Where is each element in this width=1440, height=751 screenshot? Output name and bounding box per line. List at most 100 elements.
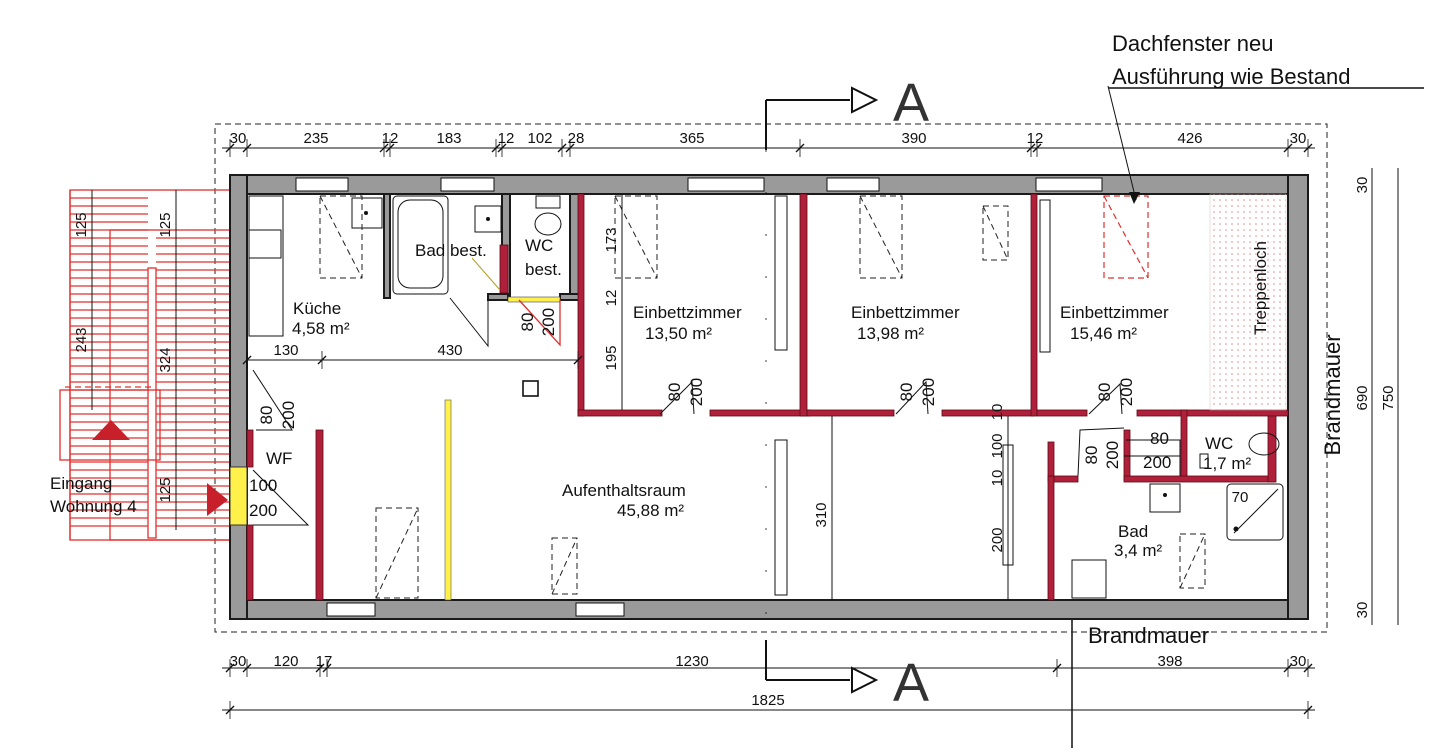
pointer-arrow-icon [1129, 192, 1140, 204]
stair-dimensions: 125 125 243 324 125 [73, 212, 174, 502]
dim-right-2: 750 [1380, 385, 1397, 410]
section-arrow-icon [851, 666, 879, 694]
door-wc-w: 80 [1150, 429, 1169, 448]
dim-310: 310 [813, 502, 830, 527]
stair-opening-label: Treppenloch [1251, 241, 1270, 335]
annotations: Dachfenster neu Ausführung wie Bestand A… [50, 31, 1351, 713]
entrance-label-1: Eingang [50, 474, 112, 493]
room-bath-existing: Bad best. [415, 241, 487, 260]
dim-12: 12 [603, 290, 620, 307]
washer-icon [1071, 559, 1107, 599]
window [687, 177, 765, 192]
window [295, 177, 349, 192]
door-bed2-w: 80 [897, 383, 916, 402]
sink-icon [474, 205, 502, 233]
section-line-a [765, 86, 879, 694]
entrance-door [229, 466, 248, 526]
stairs-arrow-icon [92, 420, 130, 440]
dim-stair-125a: 125 [73, 212, 90, 237]
door-kitchen-w: 80 [518, 313, 537, 332]
door-bath-w: 80 [1082, 446, 1101, 465]
dim-130: 130 [273, 342, 298, 359]
dim-430: 430 [437, 342, 462, 359]
dim-200: 200 [989, 527, 1006, 552]
door-bed1-w: 80 [665, 383, 684, 402]
dim-bottom-1: 120 [273, 653, 298, 670]
dim-top-8: 390 [901, 130, 926, 147]
bathtub-icon [392, 195, 449, 295]
toilet-icon [1248, 432, 1280, 456]
sink-icon [248, 229, 282, 259]
right-dimensions: 30 690 750 30 [1354, 177, 1397, 619]
door-bed2-h: 200 [919, 378, 938, 406]
dim-10a: 10 [989, 404, 1006, 421]
door-bed1-h: 200 [687, 378, 706, 406]
room-living-area: 45,88 m² [617, 501, 684, 520]
skylight-note-2: Ausführung wie Bestand [1112, 64, 1351, 89]
shower-icon [1226, 483, 1284, 541]
room-bed3-area: 15,46 m² [1070, 324, 1137, 343]
sink-icon [351, 197, 383, 229]
interior-dimensions: 130 430 173 12 195 310 10 100 10 200 70 [273, 227, 1248, 552]
dim-173: 173 [603, 227, 620, 252]
room-kitchen-name: Küche [293, 299, 341, 318]
wall-left [229, 174, 248, 620]
room-bed1-name: Einbettzimmer [633, 303, 742, 322]
door-entry-w: 100 [249, 476, 277, 495]
skylight-note-1: Dachfenster neu [1112, 31, 1273, 56]
landing [59, 389, 161, 461]
yellow-partition [444, 399, 452, 601]
window [440, 177, 495, 192]
entrance-arrow-icon [207, 483, 228, 516]
door-kitchen-h: 200 [539, 308, 558, 336]
new-interior-walls [246, 193, 1289, 601]
dim-bottom-3: 1230 [675, 653, 708, 670]
toilet-icon [534, 212, 562, 236]
section-label-top: A [893, 73, 929, 133]
dim-top-11: 30 [1290, 130, 1307, 147]
room-wc-area: 1,7 m² [1203, 454, 1252, 473]
external-stairs [59, 189, 231, 541]
dim-total: 1825 [751, 692, 784, 709]
dim-top-9: 12 [1027, 130, 1044, 147]
dim-stair-125c: 125 [157, 477, 174, 502]
room-bed2-name: Einbettzimmer [851, 303, 960, 322]
room-bath-area: 3,4 m² [1114, 541, 1163, 560]
dim-right-1: 690 [1354, 385, 1371, 410]
kitchen-counter [248, 195, 284, 337]
room-wc-existing-1: WC [525, 236, 553, 255]
door-swings [252, 257, 1181, 526]
dim-top-2: 12 [382, 130, 399, 147]
dim-top-4: 12 [498, 130, 515, 147]
dim-top-0: 30 [230, 130, 247, 147]
dim-right-0: 30 [1354, 177, 1371, 194]
chimney-icon [522, 380, 539, 397]
room-kitchen-area: 4,58 m² [292, 319, 350, 338]
dim-stair-125b: 125 [157, 212, 174, 237]
dim-bottom-2: 17 [316, 653, 333, 670]
dim-top-7: 365 [679, 130, 704, 147]
dim-right-3: 30 [1354, 602, 1371, 619]
door-wf-h: 200 [279, 401, 298, 429]
dim-100: 100 [989, 433, 1006, 458]
room-wc-existing-2: best. [525, 260, 562, 279]
door-bath-h: 200 [1103, 441, 1122, 469]
wall-bottom [229, 599, 1309, 620]
dim-stair-324: 324 [157, 347, 174, 372]
roof-outline [214, 123, 1328, 633]
room-wc-name: WC [1205, 434, 1233, 453]
room-bed1-area: 13,50 m² [645, 324, 712, 343]
room-labels: Küche 4,58 m² Bad best. WC best. Einbett… [266, 236, 1252, 560]
dim-195: 195 [603, 345, 620, 370]
room-living-name: Aufenthaltsraum [562, 481, 686, 500]
room-wf-name: WF [266, 449, 292, 468]
sink-icon [1149, 483, 1181, 513]
door-labels: 80 200 80 200 80 200 80 200 80 200 100 2… [249, 308, 1171, 520]
fixtures [248, 195, 1284, 599]
dim-top-3: 183 [436, 130, 461, 147]
wall-right [1287, 174, 1309, 620]
window [326, 602, 376, 617]
dim-top-5: 102 [527, 130, 552, 147]
dim-70: 70 [1232, 489, 1249, 506]
